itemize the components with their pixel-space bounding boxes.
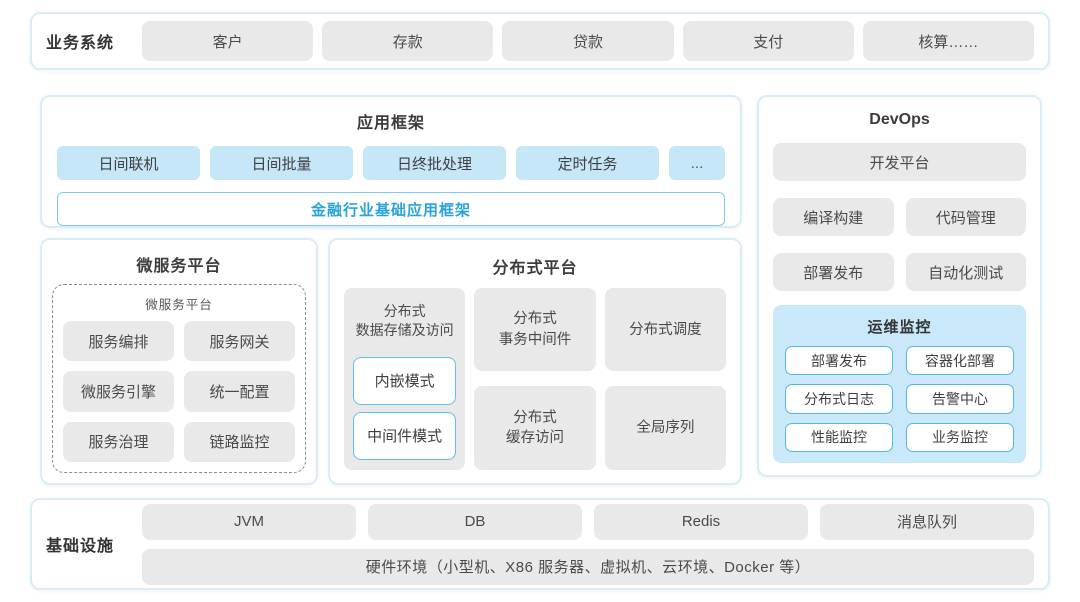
node-alert-center: 告警中心: [906, 384, 1014, 414]
middle-band: 应用框架 日间联机 日间批量 日终批处理 定时任务 ... 金融行业基础应用框架…: [40, 95, 1042, 485]
node-loan: 贷款: [502, 21, 674, 61]
node-containerized-deployment: 容器化部署: [906, 346, 1014, 376]
business-system-label: 业务系统: [46, 35, 115, 52]
node-message-queue: 消息队列: [820, 503, 1034, 540]
node-unified-config: 统一配置: [184, 371, 295, 412]
node-daytime-online: 日间联机: [57, 146, 200, 180]
devops-panel: DevOps 开发平台 编译构建 代码管理 部署发布 自动化测试 运维监控 部署…: [757, 95, 1042, 477]
app-framework-title: 应用框架: [356, 115, 425, 132]
node-code-management: 代码管理: [905, 198, 1026, 236]
app-framework-items: 日间联机 日间批量 日终批处理 定时任务 ...: [57, 146, 725, 180]
ops-monitor-title: 运维监控: [867, 319, 932, 336]
distributed-title: 分布式平台: [492, 260, 578, 277]
infrastructure-panel: 基础设施 JVM DB Redis 消息队列 硬件环境（小型机、X86 服务器、…: [30, 498, 1050, 590]
node-service-governance: 服务治理: [63, 421, 174, 462]
node-monitor-deploy-release: 部署发布: [785, 346, 893, 376]
node-db: DB: [368, 503, 582, 540]
business-system-panel: 业务系统 客户 存款 贷款 支付 核算……: [30, 12, 1050, 70]
distributed-panel: 分布式平台 分布式 数据存储及访问 内嵌模式 中间件模式 分布式 事务中间件 分…: [328, 238, 742, 485]
node-automated-testing: 自动化测试: [905, 253, 1026, 291]
node-scheduled-task: 定时任务: [516, 146, 659, 180]
node-service-gateway: 服务网关: [184, 321, 295, 362]
node-daytime-batch: 日间批量: [210, 146, 353, 180]
node-middleware-mode: 中间件模式: [353, 411, 457, 460]
node-global-sequence: 全局序列: [604, 386, 726, 470]
node-distributed-scheduling: 分布式调度: [604, 288, 726, 372]
node-dev-platform: 开发平台: [773, 143, 1026, 181]
infrastructure-label: 基础设施: [46, 538, 115, 555]
business-system-items: 客户 存款 贷款 支付 核算……: [142, 21, 1035, 61]
microservice-inner-title: 微服务平台: [145, 298, 213, 312]
node-hardware-environment: 硬件环境（小型机、X86 服务器、虚拟机、云环境、Docker 等）: [142, 548, 1034, 585]
node-distributed-logs: 分布式日志: [785, 384, 893, 414]
node-compile-build: 编译构建: [773, 198, 894, 236]
microservice-items: 服务编排 服务网关 微服务引擎 统一配置 服务治理 链路监控: [63, 321, 295, 462]
node-deposit: 存款: [322, 21, 494, 61]
devops-title: DevOps: [869, 111, 930, 128]
node-jvm: JVM: [142, 503, 356, 540]
middle-left-column: 应用框架 日间联机 日间批量 日终批处理 定时任务 ... 金融行业基础应用框架…: [40, 95, 742, 485]
node-redis: Redis: [594, 503, 808, 540]
microservice-panel: 微服务平台 微服务平台 服务编排 服务网关 微服务引擎 统一配置 服务治理 链路…: [40, 238, 318, 485]
node-distributed-transaction-middleware: 分布式 事务中间件: [474, 288, 596, 372]
node-payment: 支付: [682, 21, 854, 61]
node-performance-monitoring: 性能监控: [785, 422, 893, 452]
node-deploy-release: 部署发布: [773, 253, 894, 291]
infrastructure-items: JVM DB Redis 消息队列 硬件环境（小型机、X86 服务器、虚拟机、云…: [142, 503, 1034, 585]
distributed-storage-label: 分布式 数据存储及访问: [355, 303, 454, 338]
node-embedded-mode: 内嵌模式: [353, 356, 457, 405]
ops-monitor-items: 部署发布 容器化部署 分布式日志 告警中心 性能监控 业务监控: [785, 346, 1014, 452]
devops-items: 编译构建 代码管理 部署发布 自动化测试: [773, 198, 1026, 291]
node-accounting-etc: 核算……: [862, 21, 1035, 61]
ops-monitor-panel: 运维监控 部署发布 容器化部署 分布式日志 告警中心 性能监控 业务监控: [773, 305, 1026, 463]
node-distributed-cache-access: 分布式 缓存访问: [474, 386, 596, 470]
node-more-ellipsis: ...: [669, 146, 725, 180]
app-framework-panel: 应用框架 日间联机 日间批量 日终批处理 定时任务 ... 金融行业基础应用框架: [40, 95, 742, 228]
node-customer: 客户: [142, 21, 314, 61]
node-business-monitoring: 业务监控: [906, 422, 1014, 452]
node-microservice-engine: 微服务引擎: [63, 371, 174, 412]
node-eod-batch: 日终批处理: [363, 146, 506, 180]
node-finance-base-framework: 金融行业基础应用框架: [57, 192, 725, 226]
node-distributed-storage-access: 分布式 数据存储及访问 内嵌模式 中间件模式: [344, 288, 466, 470]
middle-left-bottom-row: 微服务平台 微服务平台 服务编排 服务网关 微服务引擎 统一配置 服务治理 链路…: [40, 238, 742, 485]
node-service-orchestration: 服务编排: [63, 321, 174, 362]
microservice-inner-box: 微服务平台 服务编排 服务网关 微服务引擎 统一配置 服务治理 链路监控: [52, 284, 306, 473]
microservice-title: 微服务平台: [136, 258, 222, 275]
node-link-monitoring: 链路监控: [184, 421, 295, 462]
distributed-grid: 分布式 数据存储及访问 内嵌模式 中间件模式 分布式 事务中间件 分布式调度 分…: [344, 288, 726, 470]
infrastructure-row: JVM DB Redis 消息队列: [142, 503, 1034, 540]
